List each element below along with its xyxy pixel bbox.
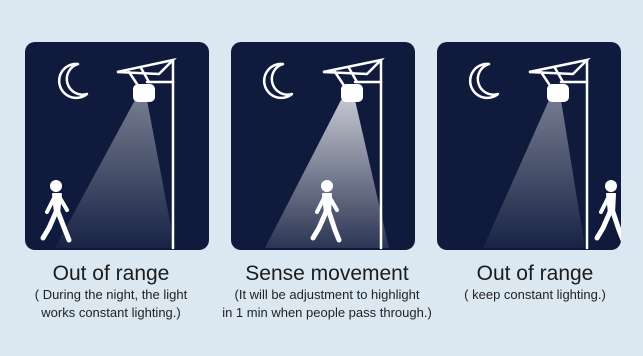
panel-description-line-1: ( keep constant lighting.) [432,286,638,304]
walking-person-icon [597,180,621,240]
light-beam [55,100,175,248]
caption-panel-2: Sense movement (It will be adjustment to… [204,262,450,322]
scene-panel-out-of-range-night [25,42,209,250]
panel-description-line-1: ( During the night, the light [5,286,217,304]
moon-icon [59,64,87,98]
light-beam [265,100,389,248]
panel-title: Sense movement [204,262,450,286]
moon-icon [470,64,498,98]
caption-panel-1: Out of range ( During the night, the lig… [5,262,217,322]
scene-panel-out-of-range-constant [437,42,621,250]
caption-panel-3: Out of range ( keep constant lighting.) [432,262,638,304]
scene-panel-sense-movement [231,42,415,250]
panel-title: Out of range [432,262,638,286]
walking-person-icon [43,180,69,240]
panel-description-line-2: in 1 min when people pass through.) [204,304,450,322]
panel-description-line-2: works constant lighting.) [5,304,217,322]
panel-title: Out of range [5,262,217,286]
panel-description-line-1: (It will be adjustment to highlight [204,286,450,304]
light-beam [483,100,585,248]
moon-icon [264,64,292,98]
